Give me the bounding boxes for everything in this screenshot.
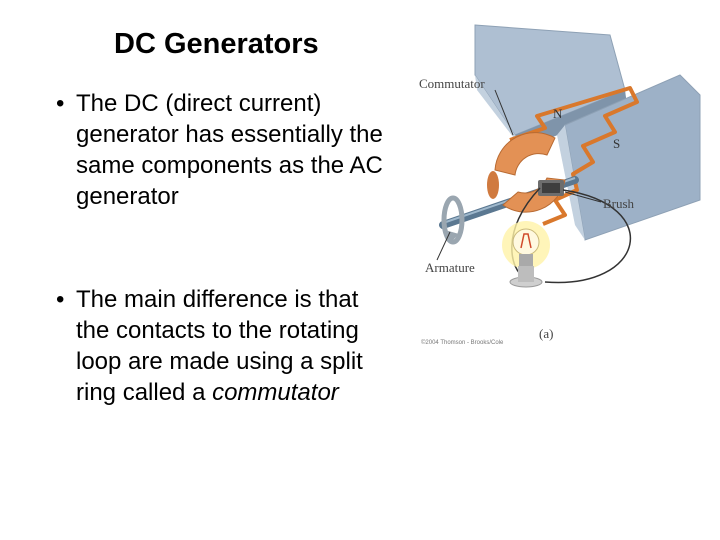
commutator-label: Commutator <box>419 76 485 91</box>
bullet-marker: • <box>56 90 65 117</box>
panel-label: (a) <box>539 326 553 341</box>
copyright-note: ©2004 Thomson - Brooks/Cole <box>421 339 504 346</box>
commutator-ring <box>487 132 566 213</box>
bullet-main-difference: • The main difference is that the contac… <box>56 284 391 408</box>
bullet-text: The main difference is that the contacts… <box>76 284 391 408</box>
dc-generator-figure: Commutator N S Brush Armature (a) ©2004 … <box>415 20 705 360</box>
light-bulb-icon <box>502 221 550 288</box>
north-label: N <box>553 106 563 121</box>
bullet-dc-generator: • The DC (direct current) generator has … <box>56 88 391 212</box>
bullet-text-plain: The main difference is that the contacts… <box>76 286 363 406</box>
bullet-text-emphasis: commutator <box>212 379 339 406</box>
generator-diagram: Commutator N S Brush Armature (a) ©2004 … <box>419 24 701 346</box>
bullet-text: The DC (direct current) generator has es… <box>76 90 383 210</box>
armature-label: Armature <box>425 260 475 275</box>
armature-loop <box>509 86 639 226</box>
rotation-arrow-icon <box>441 195 465 245</box>
south-label: S <box>613 136 620 151</box>
slide-title: DC Generators <box>114 28 319 60</box>
bullet-marker: • <box>56 286 65 313</box>
brush-label: Brush <box>603 196 635 211</box>
circuit-wire <box>544 189 632 284</box>
